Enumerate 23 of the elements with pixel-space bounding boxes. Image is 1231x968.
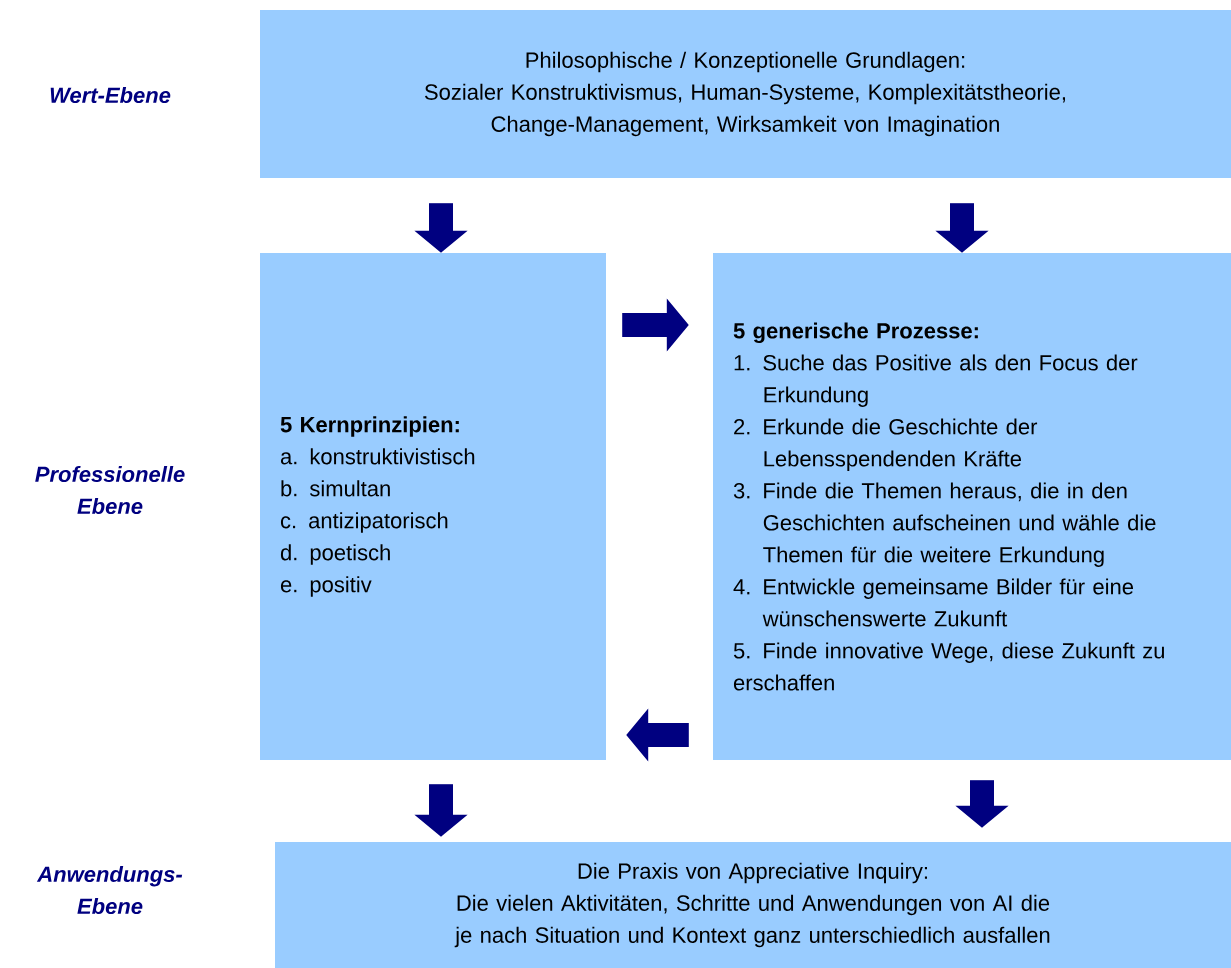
process-box [713,253,1231,760]
list-text: 5 Kernprinzipien: a. konstruktivistisch b. simultan c. antizipatorisch d. poetisch e. positiv [280,416,475,597]
level-label: Wert-Ebene [50,86,171,104]
node-label: 2. Erkunde die Geschichte der Lebensspendenden Kräfte [734,418,1038,471]
process-box [275,842,1231,968]
process-box [260,253,606,760]
process-box [260,10,1231,178]
node-label: 5 generische Prozesse: [733,322,978,344]
node-label: 5. Finde innovative Wege, diese Zukunft zu erschaffen [733,642,1164,691]
node-label: c. antizipatorisch [280,512,448,533]
list-text: 5 generische Prozesse: 1. Suche das Positive als den Focus der Erkundung 2. Erkunde die Geschichte der Lebensspendenden Kräfte 3. Finde die Themen heraus, die in den Geschichten aufscheinen und wähle die Themen für die weitere Erkundung 4. Entwickle gemeinsame Bilder für eine wünschenswerte Zukunft 5. Finde innovative Wege, diese Zukunft zu erschaffen [733,322,1164,691]
node-label: 1. Suche das Positive als den Focus der Erkundung [734,354,1138,407]
box-text: Die Praxis von Appreciative Inquiry: Die vielen Aktivitäten, Schritte und Anwendungen von AI die je nach Situation und Kontext ganz unterschiedlich ausfallen [454,862,1050,948]
node-label: b. simultan [281,480,390,497]
level-label: Professionelle Ebene [35,465,185,515]
node-label: 3. Finde die Themen heraus, die in den Geschichten aufscheinen und wähle die Themen für die weitere Erkundung [733,482,1156,567]
node-label: 4. Entwickle gemeinsame Bilder für eine wünschenswerte Zukunft [733,578,1134,627]
node-label: e. positiv [280,576,372,597]
box-text: Philosophische / Konzeptionelle Grundlagen: Sozialer Konstruktivismus, Human-Systeme, Komplexitätstheorie, Change-Management, Wirksamkeit von Imagination [424,51,1065,137]
level-label: Anwendungs-Ebene [36,865,183,915]
node-label: d. poetisch [280,544,390,565]
node-label: 5 Kernprinzipien: [280,416,459,437]
node-label: a. konstruktivistisch [280,448,475,465]
